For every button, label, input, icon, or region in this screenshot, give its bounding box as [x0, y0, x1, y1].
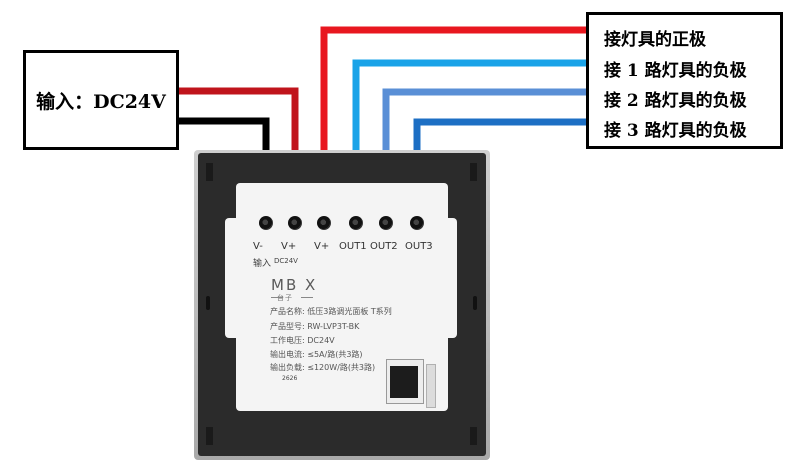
terminal-screw-out2 [379, 216, 393, 230]
terminal-label-out1: OUT1 [339, 241, 367, 252]
brand-logo-subtext: 台子 [277, 294, 293, 302]
device-housing-tab [445, 218, 457, 338]
terminal-label-v-plus-out: V+ [314, 241, 330, 252]
terminal-label-out3: OUT3 [405, 241, 433, 252]
rj-side-clip [426, 364, 436, 408]
mount-clip [470, 163, 477, 181]
mount-slot [473, 296, 477, 310]
output-label-out1: 接 1 路灯具的负极 [604, 61, 747, 81]
logo-divider [301, 297, 313, 298]
brand-logo: MB X [271, 276, 318, 294]
device-housing-tab [225, 218, 239, 338]
output-label-out3: 接 3 路灯具的负极 [604, 121, 747, 141]
mount-clip [206, 163, 213, 181]
terminal-screw-v-plus-in [288, 216, 302, 230]
mount-slot [206, 296, 210, 310]
output-label-out2: 接 2 路灯具的负极 [604, 91, 747, 111]
logo-divider [271, 297, 283, 298]
spec-current: 输出电流: ≤5A/路(共3路) [270, 350, 363, 359]
rj-port-socket [390, 366, 418, 398]
terminal-label-v-minus: V- [253, 241, 263, 252]
spec-voltage: 工作电压: DC24V [270, 336, 335, 345]
spec-load: 输出负载: ≤120W/路(共3路) [270, 363, 376, 372]
spec-product-name: 产品名称: 低压3路调光面板 T系列 [270, 307, 392, 316]
input-sublabel-voltage: DC24V [274, 257, 298, 265]
terminal-label-v-plus-in: V+ [281, 241, 297, 252]
terminal-screw-out1 [349, 216, 363, 230]
terminal-screw-v-minus [259, 216, 273, 230]
input-label-box: 输入：DC24V [23, 50, 179, 150]
input-label: 输入：DC24V [36, 90, 166, 113]
date-code: 2626 [282, 375, 298, 382]
input-sublabel: 输入 [253, 259, 272, 269]
output-label-box: 接灯具的正极 接 1 路灯具的负极 接 2 路灯具的负极 接 3 路灯具的负极 [586, 12, 783, 149]
terminal-screw-v-plus-out [317, 216, 331, 230]
mount-clip [470, 427, 477, 445]
terminal-label-out2: OUT2 [370, 241, 398, 252]
output-label-positive: 接灯具的正极 [604, 30, 706, 50]
spec-model: 产品型号: RW-LVP3T-BK [270, 322, 360, 331]
mount-clip [206, 427, 213, 445]
terminal-screw-out3 [410, 216, 424, 230]
